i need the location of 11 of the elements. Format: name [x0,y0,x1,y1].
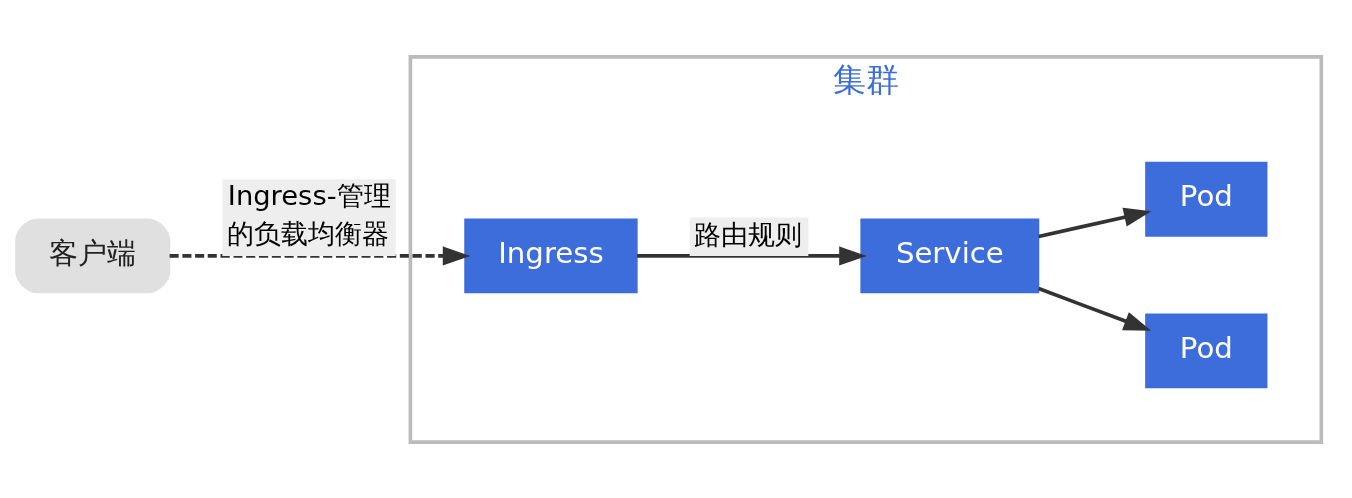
node-box: Pod [1145,312,1268,388]
arrow [1038,207,1152,238]
node-box: Service [860,217,1040,293]
node-box: Ingress [464,217,638,293]
node-box: 客户端 [15,217,171,293]
arrow [169,245,471,265]
node-box: Pod [1145,161,1268,237]
arrow [637,245,867,265]
edge-label: 路由规则 [694,218,803,250]
arrow [1038,286,1152,331]
edge-label: Ingress-管理的负载均衡器 [226,179,391,249]
